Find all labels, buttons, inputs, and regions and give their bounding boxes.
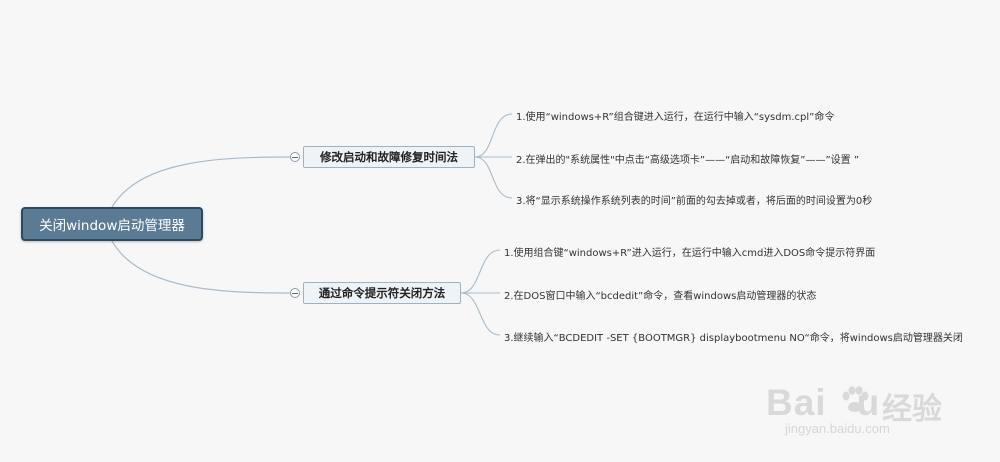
connector-root-branch-2 [111, 240, 291, 294]
collapse-toggle-branch-2[interactable] [290, 288, 300, 298]
leaf-node-2-3[interactable]: 3.继续输入“BCDEDIT -SET {BOOTMGR} displayboo… [504, 333, 963, 344]
baidu-watermark-url: jingyan.baidu.com [785, 421, 890, 436]
collapse-toggle-branch-1[interactable] [290, 152, 300, 162]
branch-node-1[interactable]: 修改启动和故障修复时间法 [303, 146, 475, 168]
leaf-node-2-1[interactable]: 1.使用组合键“windows+R”进入运行，在运行中输入cmd进入DOS命令提… [504, 248, 876, 259]
connector-b1-leaf-3 [474, 156, 513, 199]
leaf-node-1-3[interactable]: 3.将“显示系统操作系统列表的时间”前面的勾去掉或者，将后面的时间设置为0秒 [516, 196, 873, 207]
connector-b2-leaf-1 [460, 249, 501, 294]
root-node[interactable]: 关闭window启动管理器 [21, 207, 203, 241]
connector-b2-leaf-3 [460, 292, 501, 336]
connector-root-branch-1 [111, 156, 291, 208]
paw-icon [842, 386, 869, 412]
leaf-node-1-2[interactable]: 2.在弹出的"系统属性"中点击“高级选项卡”——“启动和故障恢复”——”设置 ” [516, 155, 860, 166]
minus-icon [292, 292, 298, 294]
leaf-node-2-2[interactable]: 2.在DOS窗口中输入“bcdedit”命令，查看windows启动管理器的状态 [504, 291, 817, 302]
branch-node-2[interactable]: 通过命令提示符关闭方法 [303, 282, 461, 304]
baidu-watermark-brand: 经验 [882, 392, 942, 427]
leaf-node-1-1[interactable]: 1.使用“windows+R”组合键进入运行，在运行中输入“sysdm.cpl”… [516, 112, 835, 123]
minus-icon [292, 156, 298, 158]
connector-b1-leaf-1 [474, 113, 513, 158]
